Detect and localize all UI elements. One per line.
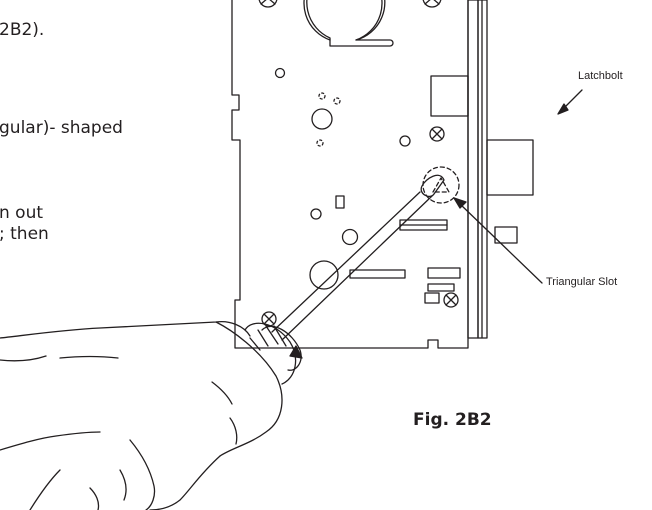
- triangular-slot-label: Triangular Slot: [546, 276, 618, 288]
- hub: [303, 0, 394, 47]
- hand: [0, 320, 283, 510]
- instruction-text-line-1: 2B2).: [0, 20, 45, 40]
- lock-case: [231, 0, 488, 349]
- latchbolt-block: [430, 75, 469, 117]
- instruction-text-line-4: ; then: [0, 224, 49, 244]
- latchbolt-label: Latchbolt: [578, 70, 623, 82]
- deadlatch: [486, 139, 534, 196]
- screwdriver: [244, 174, 445, 385]
- triangular-slot-leader: [459, 203, 543, 284]
- figure-caption: Fig. 2B2: [413, 410, 492, 430]
- instruction-text-line-2: gular)- shaped: [0, 118, 123, 138]
- instruction-text-line-3: n out: [0, 203, 44, 223]
